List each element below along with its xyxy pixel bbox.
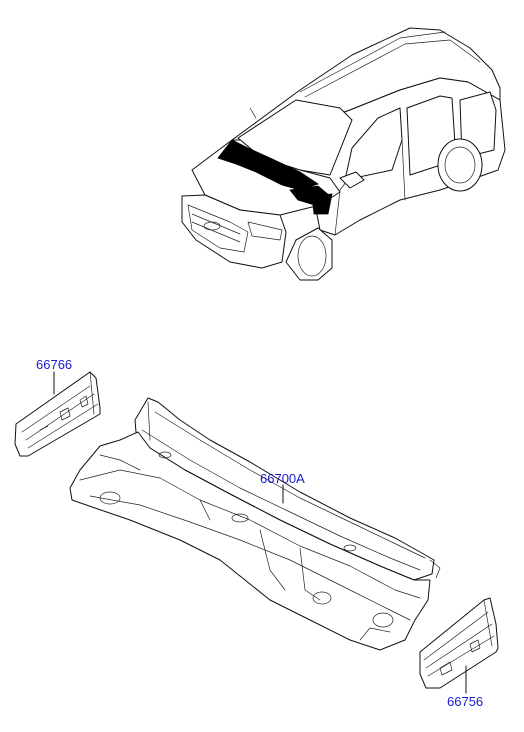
- leader-lines: [53, 371, 467, 694]
- part-66700A-drawing: [69, 397, 441, 651]
- part-label-66700A[interactable]: 66700A: [260, 471, 305, 486]
- part-label-66756[interactable]: 66756: [447, 694, 484, 709]
- part-66756-drawing: [419, 597, 499, 689]
- part-66766-drawing: [14, 371, 101, 457]
- vehicle-illustration: [181, 27, 506, 281]
- part-label-66766[interactable]: 66766: [36, 357, 73, 372]
